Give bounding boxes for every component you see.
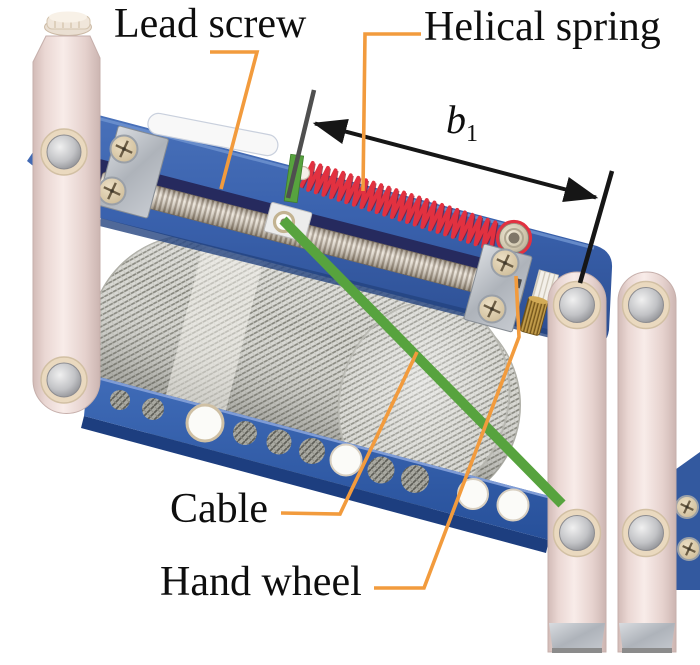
lower-perforated-bar — [81, 374, 553, 553]
b1-subscript: 1 — [466, 121, 478, 147]
leader-helical-spring — [361, 32, 421, 192]
helical-spring-label: Helical spring — [424, 4, 661, 50]
cable-line — [279, 216, 566, 508]
lower-bar-side-face — [81, 416, 549, 553]
pin-joint — [552, 508, 602, 558]
screw — [677, 537, 700, 561]
right-link-rear — [617, 271, 677, 653]
link-foot-band — [549, 623, 605, 652]
pin-joint — [552, 280, 602, 330]
extension-line-left — [285, 89, 317, 199]
dimension-b1 — [285, 89, 615, 284]
hand-wheel-knob — [519, 296, 549, 336]
hand-wheel-label: Hand wheel — [160, 559, 362, 605]
link-foot-band — [619, 623, 675, 652]
extension-line-right — [577, 170, 615, 284]
link-body — [32, 35, 101, 414]
b1-dimension-label: b1 — [446, 96, 478, 148]
screw — [97, 176, 127, 206]
lead-screw-label: Lead screw — [114, 1, 307, 47]
screw — [109, 134, 139, 164]
dimension-line-b1 — [312, 119, 599, 202]
screw — [490, 248, 520, 278]
leader-cable — [280, 351, 419, 516]
mesh-roller-end-cap — [337, 300, 511, 500]
leader-lead-screw — [210, 50, 260, 190]
slider-rail-assembly — [27, 106, 613, 346]
pin-joint — [40, 356, 88, 404]
screw — [477, 294, 507, 324]
cable-label: Cable — [170, 486, 268, 532]
right-mount-plate — [463, 243, 533, 333]
right-link-front — [547, 271, 607, 653]
spring-end-grommet — [495, 219, 533, 257]
left-mount-plate — [97, 125, 169, 219]
leader-hand-wheel — [374, 275, 521, 590]
rail-guide-slot — [147, 112, 279, 157]
screw — [675, 495, 699, 519]
pin-joint — [40, 128, 88, 176]
b1-symbol: b — [446, 97, 466, 142]
left-link-bar — [32, 11, 101, 414]
pin-joint — [621, 508, 671, 558]
lower-bar-holes — [110, 390, 530, 522]
leader-lines — [210, 32, 521, 590]
pin-joint — [621, 280, 671, 330]
